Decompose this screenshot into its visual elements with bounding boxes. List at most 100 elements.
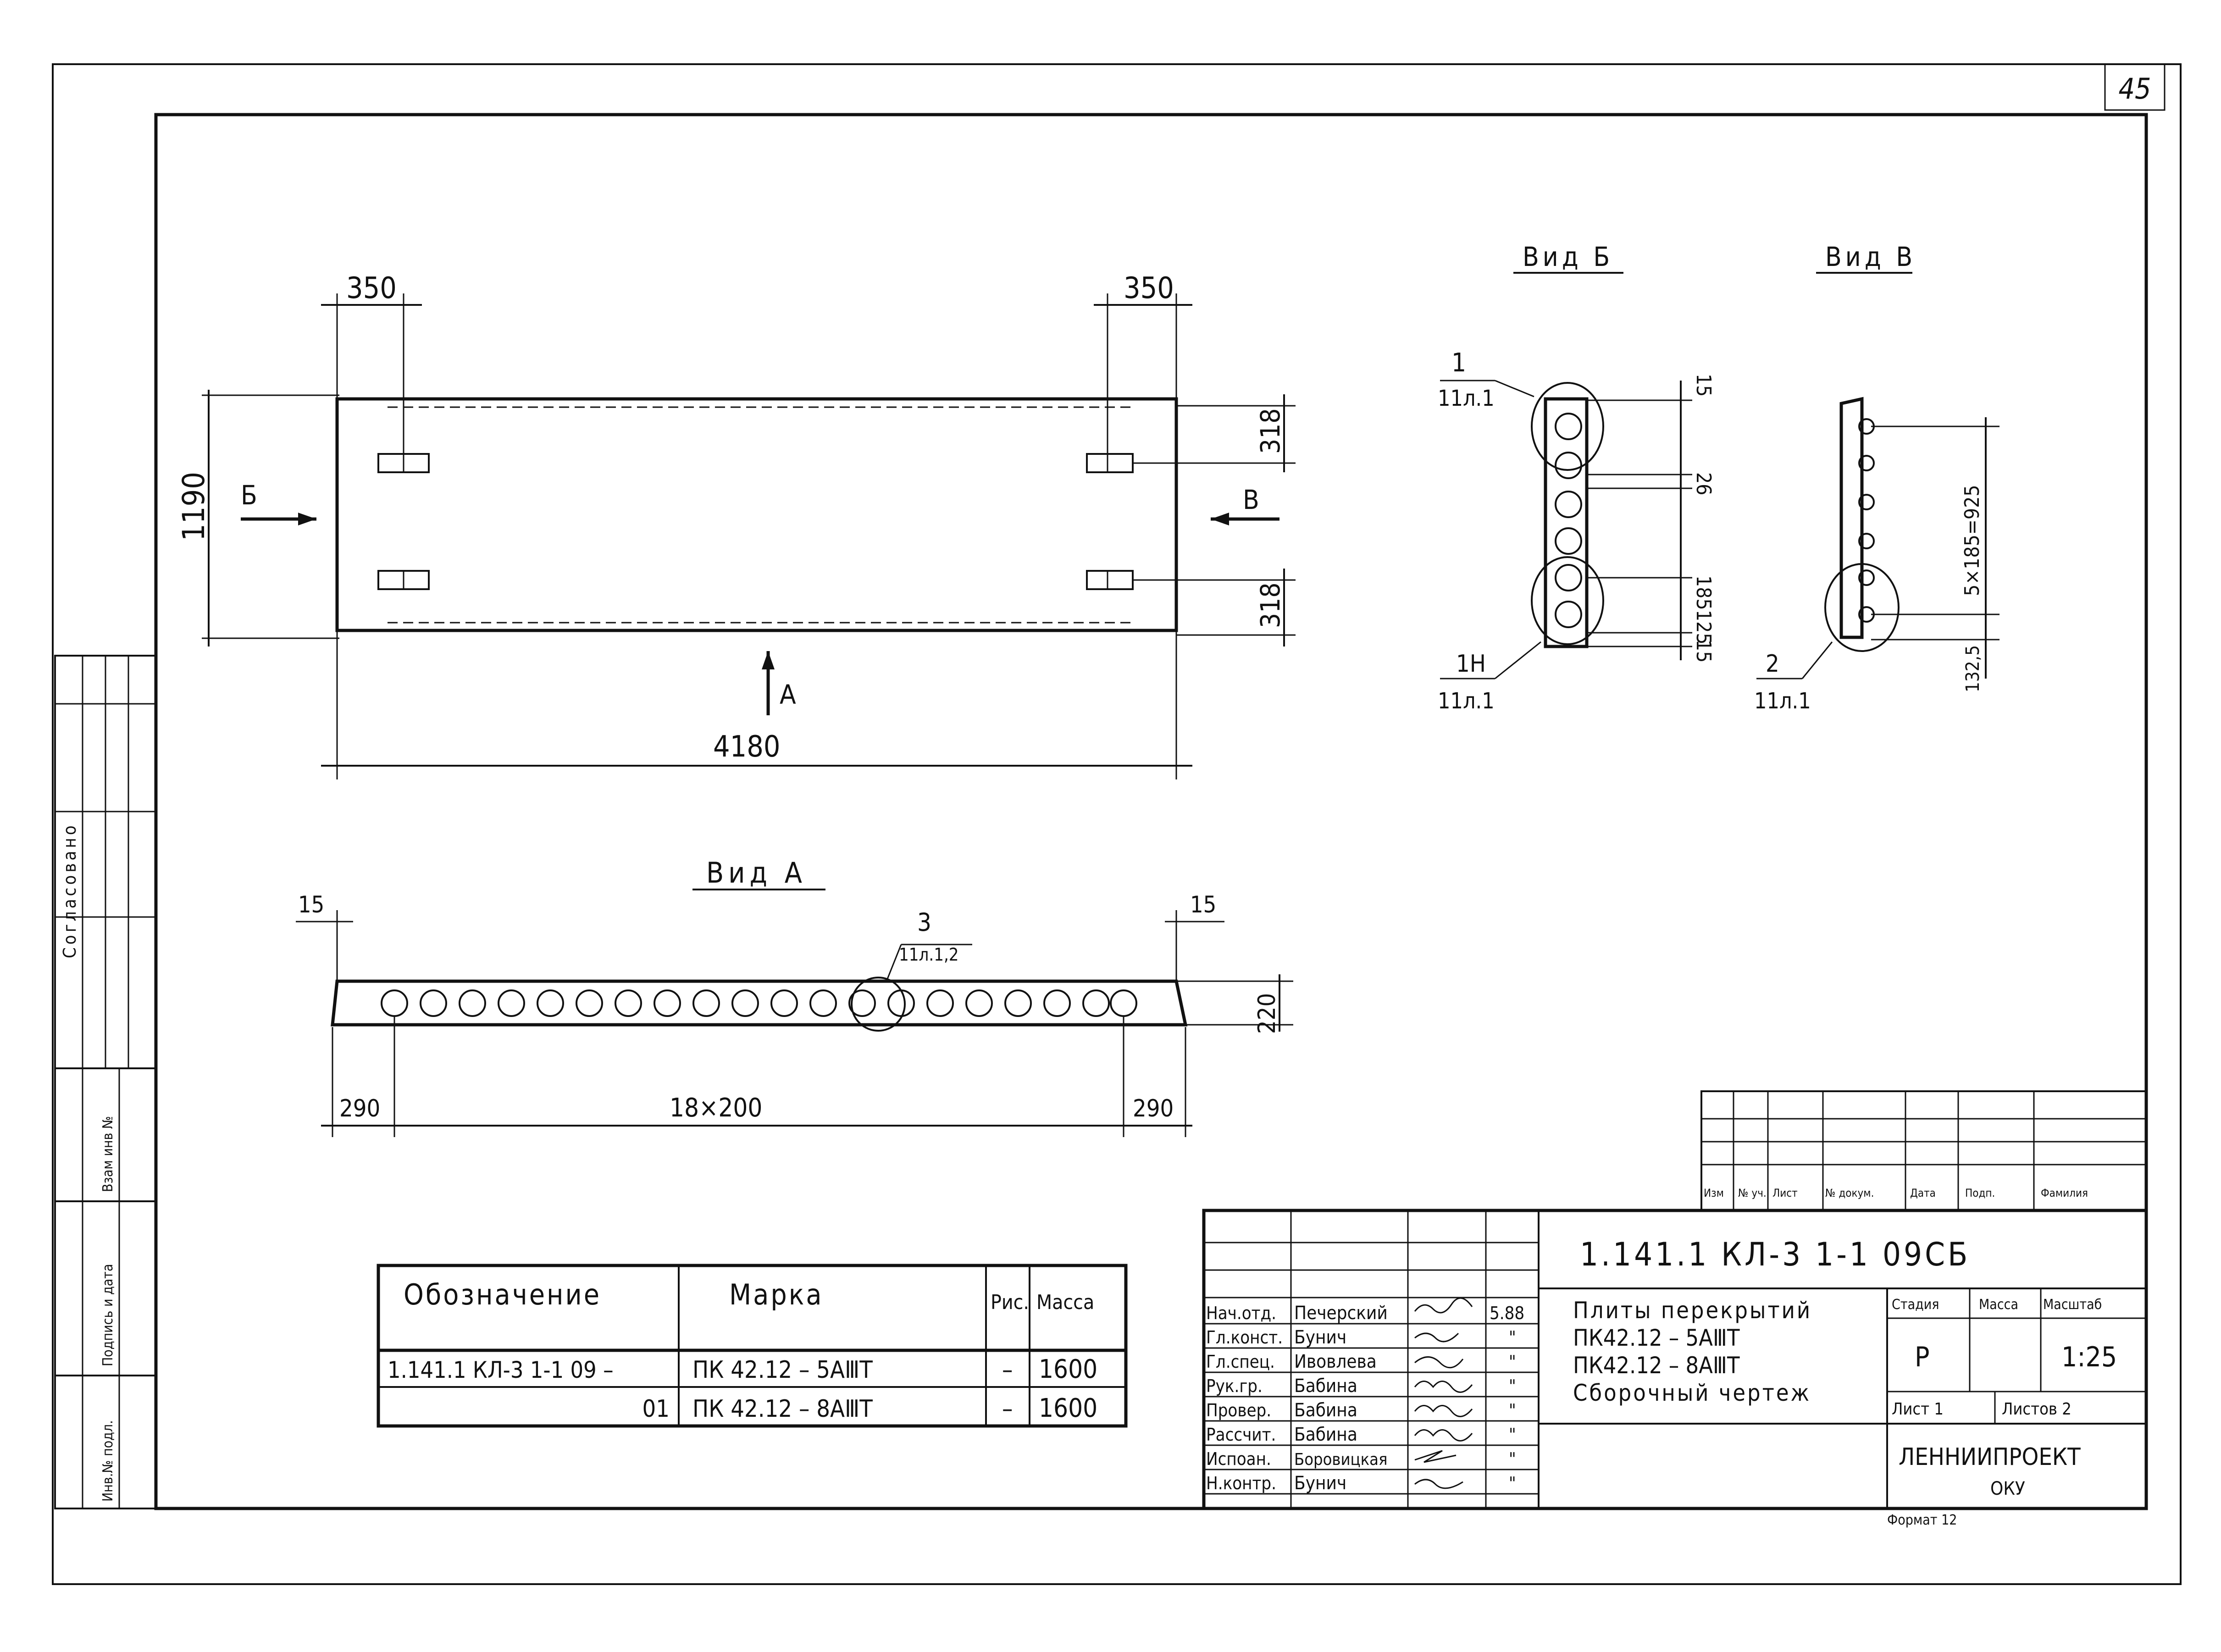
role-2: Гл.конст. <box>1206 1327 1283 1348</box>
view-a-right-edge-dim: 15 <box>1190 891 1216 918</box>
drawing-title-line-3: ПК42.12 – 8АⅢТ <box>1573 1352 1740 1379</box>
width-total-dim: 4180 <box>713 730 781 764</box>
view-b-dim-26: 26 <box>1692 472 1715 495</box>
drawing-title-line-4: Сборочный чертеж <box>1573 1380 1811 1406</box>
spec-row-1-mark: ПК 42.12 – 5АⅢТ <box>692 1356 873 1384</box>
view-v-title: Вид В <box>1825 241 1916 272</box>
agreed-label: Согласовано <box>60 823 80 958</box>
format-label: Формат 12 <box>1887 1512 1957 1528</box>
hollow-cores <box>381 989 1137 1017</box>
view-v-callout-number: 2 <box>1766 650 1779 678</box>
view-a-thickness-dim: 220 <box>1253 993 1281 1034</box>
spec-header-mass: Масса <box>1036 1291 1094 1314</box>
bottom-dim: 318 <box>1255 582 1286 628</box>
side-stamp: Согласовано Взам инв № Подпись и дата Ин… <box>54 655 157 1509</box>
view-b-dim-185: 185 <box>1692 575 1715 610</box>
spec-header-fig: Рис. <box>991 1291 1029 1314</box>
org-name: ЛЕННИИПРОЕКТ <box>1899 1443 2081 1471</box>
rev-header-uch: № уч. <box>1738 1187 1767 1199</box>
view-a-end-left-dim: 290 <box>339 1095 380 1122</box>
view-b-dim-15-top: 15 <box>1692 374 1715 397</box>
role-4-name: Бабина <box>1294 1376 1357 1397</box>
role-3: Гл.спец. <box>1206 1352 1275 1372</box>
view-a-left-edge-dim: 15 <box>298 891 324 918</box>
spec-header-designation: Обозначение <box>404 1278 601 1311</box>
role-8-name: Бунич <box>1294 1473 1346 1494</box>
role-1: Нач.отд. <box>1206 1303 1276 1323</box>
plan-view: 1190 350 350 318 318 4180 Б В А <box>176 271 1296 779</box>
swap-inv-label: Взам инв № <box>100 1116 116 1192</box>
signatures <box>1414 1297 1473 1489</box>
role-7-name: Боровицкая <box>1294 1450 1387 1469</box>
view-b-top-callout-sheet: 11л.1 <box>1438 386 1495 411</box>
title-block: Изм № уч. Лист № докум. Дата Подп. Фамил… <box>1202 1090 2148 1510</box>
rev-header-doc: № докум. <box>1825 1187 1874 1199</box>
role-3-date: " <box>1509 1352 1516 1372</box>
role-2-date: " <box>1509 1327 1516 1348</box>
view-b: Вид Б 1 11л.1 1Н 11л.1 15 26 185 125 15 <box>1438 241 1715 714</box>
role-8-date: " <box>1509 1473 1516 1493</box>
view-a: Вид А 3 11л.1,2 <box>296 856 1293 1137</box>
spec-row-2-designation: 01 <box>642 1395 670 1423</box>
scale-label: Масштаб <box>2043 1297 2102 1313</box>
spec-row-2-mass: 1600 <box>1039 1393 1097 1423</box>
view-v: Вид В 2 11л.1 5×185=925 132,5 <box>1754 241 1999 714</box>
spec-row-1-fig: – <box>1002 1356 1013 1384</box>
rev-header-list: Лист <box>1772 1187 1798 1199</box>
inv-no-label: Инв.№ подл. <box>100 1420 116 1502</box>
doc-code: 1.141.1 КЛ-3 1-1 09СБ <box>1580 1236 1970 1273</box>
view-b-dim-125: 125 <box>1692 610 1715 645</box>
view-v-callout-sheet: 11л.1 <box>1754 688 1811 714</box>
view-a-spacing-dim: 18×200 <box>670 1093 762 1123</box>
offset-left-dim: 350 <box>346 271 397 305</box>
org-dept: ОКУ <box>1990 1478 2025 1499</box>
spec-row-2-fig: – <box>1002 1395 1013 1423</box>
spec-row-1-mass: 1600 <box>1039 1354 1097 1384</box>
view-b-bottom-callout-number: 1Н <box>1456 650 1486 678</box>
stage-value: Р <box>1915 1341 1930 1373</box>
role-5-name: Бабина <box>1294 1400 1357 1421</box>
rev-header-surname: Фамилия <box>2041 1187 2088 1199</box>
role-6-name: Бабина <box>1294 1424 1357 1445</box>
view-a-title: Вид А <box>706 856 807 890</box>
role-7: Испоан. <box>1206 1449 1271 1469</box>
view-a-callout-number: 3 <box>917 908 931 937</box>
view-b-bottom-callout-sheet: 11л.1 <box>1438 688 1495 714</box>
role-1-name: Печерский <box>1294 1303 1388 1324</box>
view-v-spacing-dim: 5×185=925 <box>1961 485 1984 596</box>
view-b-title: Вид Б <box>1523 241 1613 272</box>
role-4: Рук.гр. <box>1206 1376 1263 1396</box>
role-6-date: " <box>1509 1425 1516 1445</box>
rev-header-izm: Изм <box>1704 1187 1724 1199</box>
stage-label: Стадия <box>1892 1297 1939 1313</box>
role-8: Н.контр. <box>1206 1473 1276 1493</box>
drawing-title-line-2: ПК42.12 – 5АⅢТ <box>1573 1325 1740 1351</box>
role-2-name: Бунич <box>1294 1327 1346 1348</box>
view-b-dim-15-bottom: 15 <box>1692 640 1715 663</box>
view-a-end-right-dim: 290 <box>1133 1095 1174 1122</box>
view-v-arrow-label: В <box>1243 484 1259 515</box>
drawing-title-line-1: Плиты перекрытий <box>1573 1297 1812 1324</box>
role-6: Рассчит. <box>1206 1425 1276 1445</box>
spec-row-2-mark: ПК 42.12 – 8АⅢТ <box>692 1395 873 1423</box>
rev-header-sign: Подп. <box>1965 1187 1995 1199</box>
signature-date-label: Подпись и дата <box>100 1264 116 1366</box>
role-7-date: " <box>1509 1449 1516 1469</box>
mass-label: Масса <box>1979 1297 2018 1313</box>
role-5-date: " <box>1509 1400 1516 1420</box>
view-b-top-callout-number: 1 <box>1451 348 1466 378</box>
role-4-date: " <box>1509 1376 1516 1396</box>
offset-right-dim: 350 <box>1124 271 1174 305</box>
role-5: Провер. <box>1206 1400 1271 1420</box>
height-total-dim: 1190 <box>176 472 211 541</box>
role-3-name: Ивовлева <box>1294 1351 1377 1372</box>
view-v-end-dim: 132,5 <box>1962 645 1983 692</box>
spec-row-1-designation: 1.141.1 КЛ-3 1-1 09 – <box>388 1357 614 1383</box>
top-dim: 318 <box>1255 408 1286 454</box>
view-a-arrow-label: А <box>780 679 796 710</box>
page-number: 45 <box>2119 72 2151 105</box>
sheet-label: Лист 1 <box>1892 1400 1944 1419</box>
view-a-callout-sheet: 11л.1,2 <box>899 945 959 965</box>
sheets-label: Листов 2 <box>2002 1400 2071 1419</box>
